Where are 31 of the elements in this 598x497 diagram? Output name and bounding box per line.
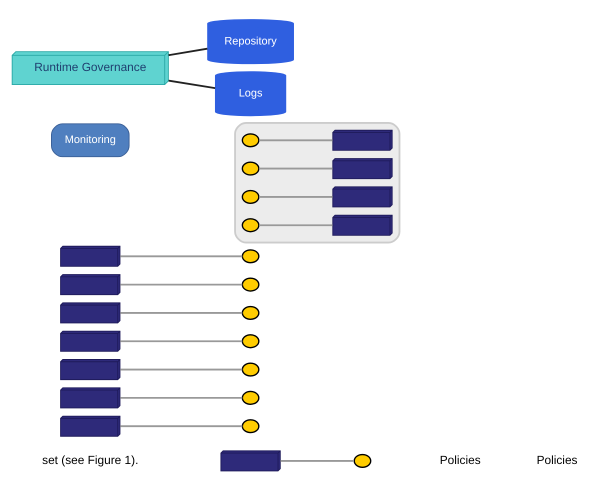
connector [168, 80, 216, 90]
node-circle [242, 218, 260, 232]
connector [259, 224, 333, 226]
connector [120, 284, 242, 286]
connector [168, 48, 208, 56]
connector [280, 460, 354, 462]
node-circle [242, 249, 260, 264]
node-circle [354, 454, 372, 468]
connector [120, 255, 242, 258]
node-circle [242, 162, 260, 176]
cluster [234, 122, 400, 244]
label: set (see Figure 1). [42, 453, 138, 468]
node-box: Monitoring [51, 123, 130, 158]
label: Policies [536, 453, 578, 468]
node-circle [242, 306, 260, 320]
label: Policies [440, 453, 481, 468]
connector [259, 139, 333, 142]
node-circle [242, 390, 260, 405]
node-circle [242, 278, 260, 292]
connector [120, 368, 242, 370]
connector [259, 168, 333, 170]
connector [120, 312, 242, 314]
node-circle [242, 190, 260, 204]
node-circle [242, 362, 260, 377]
connector [120, 425, 242, 428]
node-circle [242, 334, 260, 348]
node-circle [242, 133, 260, 148]
connector [120, 396, 242, 399]
connector [259, 196, 333, 198]
node-circle [242, 419, 260, 434]
connector [120, 340, 242, 342]
